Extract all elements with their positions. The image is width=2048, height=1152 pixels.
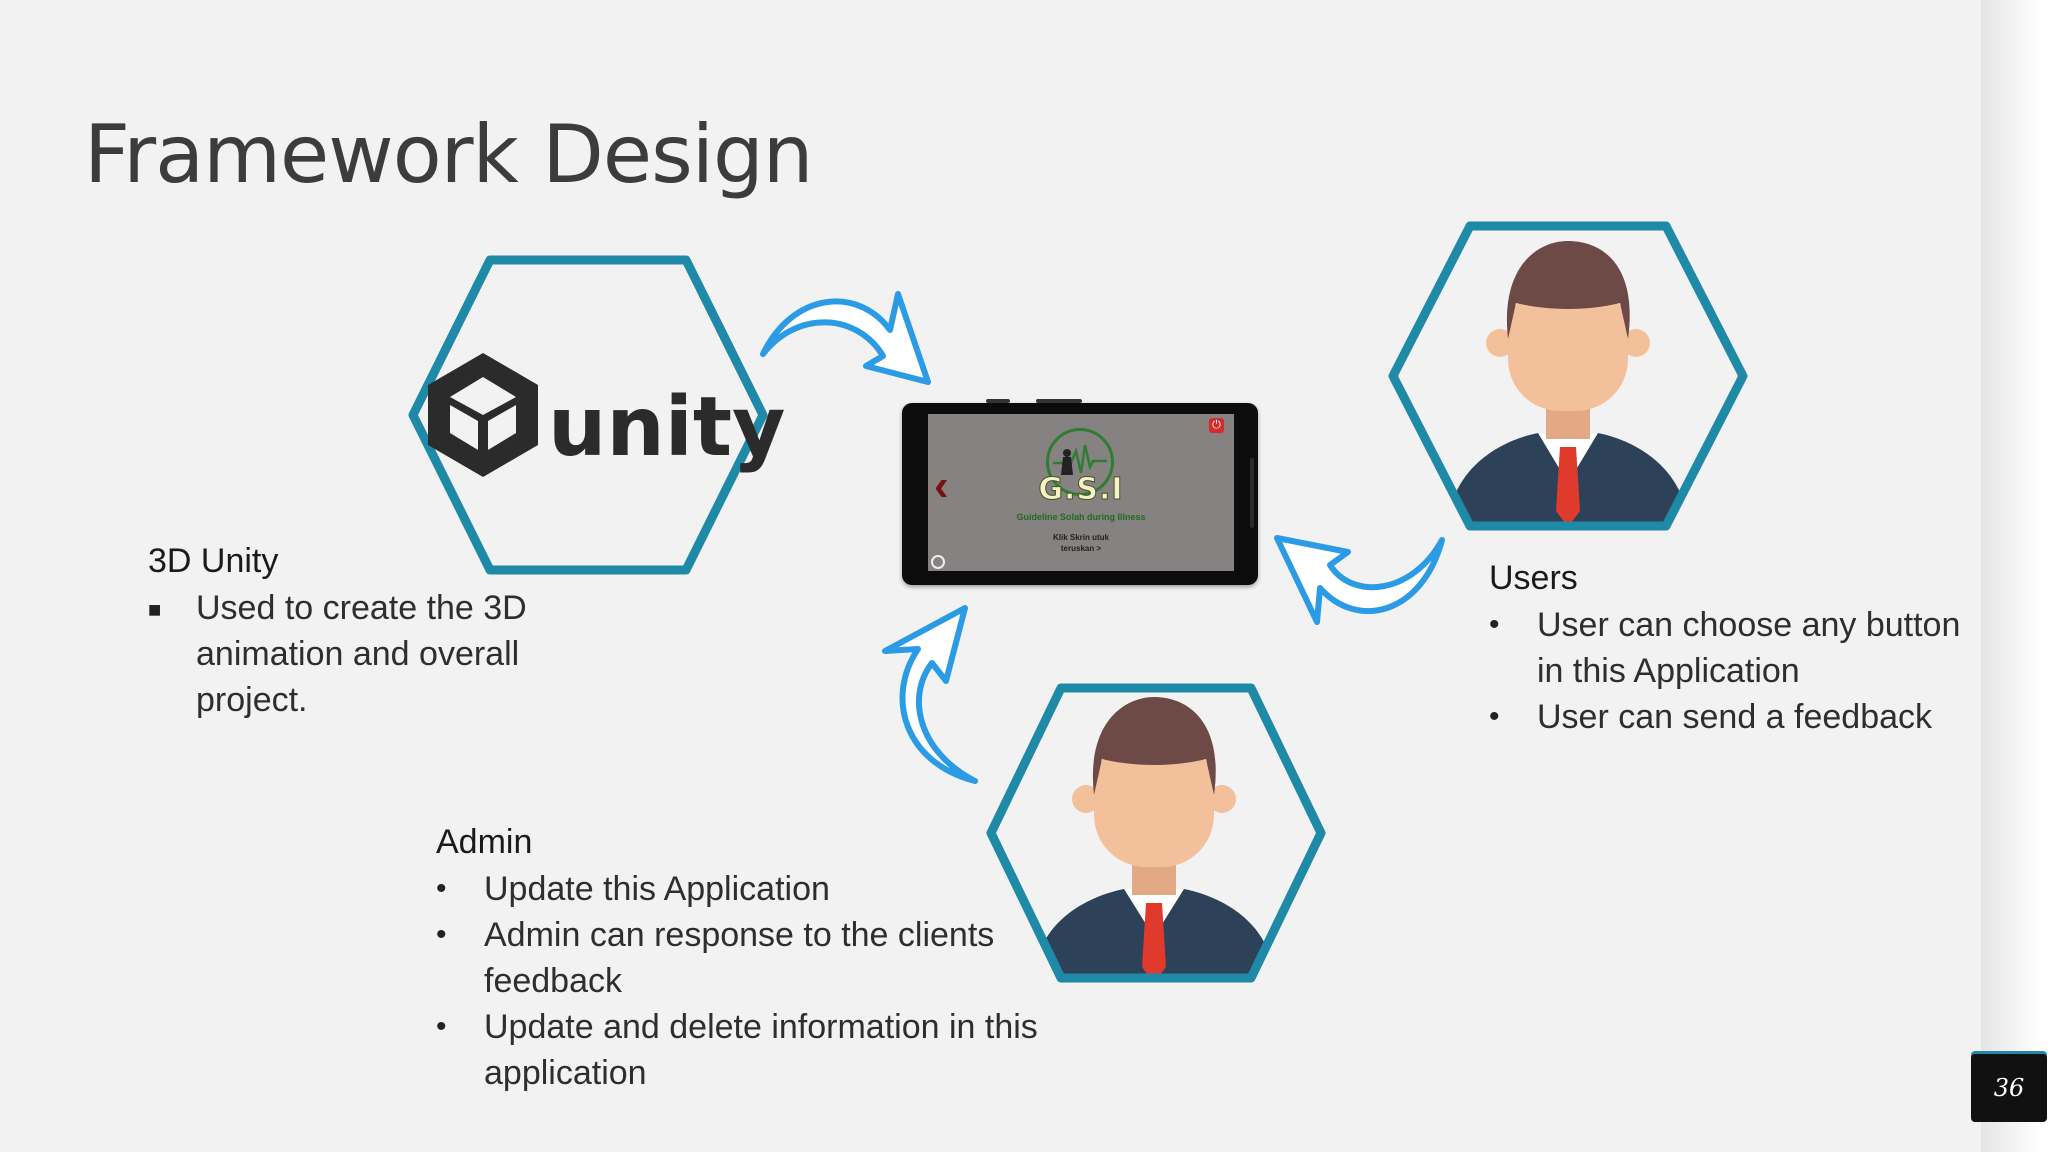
list-item: • User can choose any button in this App… xyxy=(1489,602,1969,694)
curved-arrow-icon xyxy=(1274,535,1445,625)
list-item-text: Update this Application xyxy=(484,870,830,908)
phone-side-button xyxy=(1250,458,1254,528)
bullet-icon: • xyxy=(1489,700,1500,733)
curved-arrow-icon xyxy=(882,605,978,784)
bullet-icon: • xyxy=(436,872,447,905)
list-item: • Update and delete information in this … xyxy=(436,1004,1056,1096)
unity-heading: 3D Unity xyxy=(148,542,279,580)
bullet-icon: • xyxy=(1489,608,1500,641)
users-list: • User can choose any button in this App… xyxy=(1489,602,1969,740)
arrow-unity-to-app xyxy=(760,291,931,385)
heartbeat-icon xyxy=(1053,444,1107,475)
app-logo-text: G.S.I xyxy=(1038,472,1124,508)
users-heading: Users xyxy=(1489,559,1578,597)
list-item-text: Update and delete information in this ap… xyxy=(484,1008,1038,1092)
admin-avatar-icon xyxy=(1034,697,1274,978)
bullet-icon: • xyxy=(436,1010,447,1043)
page-number-badge: 36 xyxy=(1971,1054,2047,1122)
admin-hexagon xyxy=(986,683,1326,983)
back-chevron-icon[interactable]: ‹ xyxy=(934,461,949,510)
unity-logo-icon: unity xyxy=(428,353,786,477)
list-item-text: User can send a feedback xyxy=(1537,698,1933,736)
app-screen[interactable]: ‹ ⏻ G.S.I Guideline Solah during Illness… xyxy=(928,414,1234,571)
arrow-admin-to-app xyxy=(882,605,978,784)
users-hexagon xyxy=(1388,221,1748,531)
list-item: • User can send a feedback xyxy=(1489,694,1969,740)
list-item-text: Used to create the 3D animation and over… xyxy=(196,589,527,719)
arrow-users-to-app xyxy=(1274,535,1445,625)
list-item-text: Admin can response to the clients feedba… xyxy=(484,916,995,1000)
unity-list: ■ Used to create the 3D animation and ov… xyxy=(148,585,568,723)
curved-arrow-icon xyxy=(760,291,931,385)
phone-mockup: ‹ ⏻ G.S.I Guideline Solah during Illness… xyxy=(902,399,1258,585)
gsi-logo-circle xyxy=(1046,428,1114,496)
power-icon[interactable]: ⏻ xyxy=(1209,418,1224,433)
list-item: • Update this Application xyxy=(436,866,1056,912)
bullet-icon: • xyxy=(436,918,447,951)
square-bullet-icon: ■ xyxy=(148,597,162,622)
unity-wordmark: unity xyxy=(548,380,786,475)
app-tap-prompt-line2: teruskan > xyxy=(1060,544,1102,553)
phone-top-button xyxy=(986,399,1010,403)
settings-icon[interactable] xyxy=(931,555,945,569)
slide-edge-shadow xyxy=(1981,0,2041,1152)
list-item-text: User can choose any button in this Appli… xyxy=(1537,606,1961,690)
app-tap-prompt[interactable]: Klik Skrin utuk teruskan > xyxy=(928,532,1234,554)
slide-title: Framework Design xyxy=(84,108,813,201)
admin-heading: Admin xyxy=(436,823,533,861)
unity-hexagon: unity xyxy=(408,255,786,575)
admin-list: • Update this Application • Admin can re… xyxy=(436,866,1056,1096)
phone-top-button xyxy=(1036,399,1082,403)
list-item: ■ Used to create the 3D animation and ov… xyxy=(148,585,568,723)
app-subtitle: Guideline Solah during Illness xyxy=(1016,512,1146,522)
app-tap-prompt-line1: Klik Skrin utuk xyxy=(1052,533,1109,542)
slide: Framework Design unity xyxy=(0,0,1981,1152)
list-item: • Admin can response to the clients feed… xyxy=(436,912,1056,1004)
user-avatar-icon xyxy=(1448,241,1688,526)
